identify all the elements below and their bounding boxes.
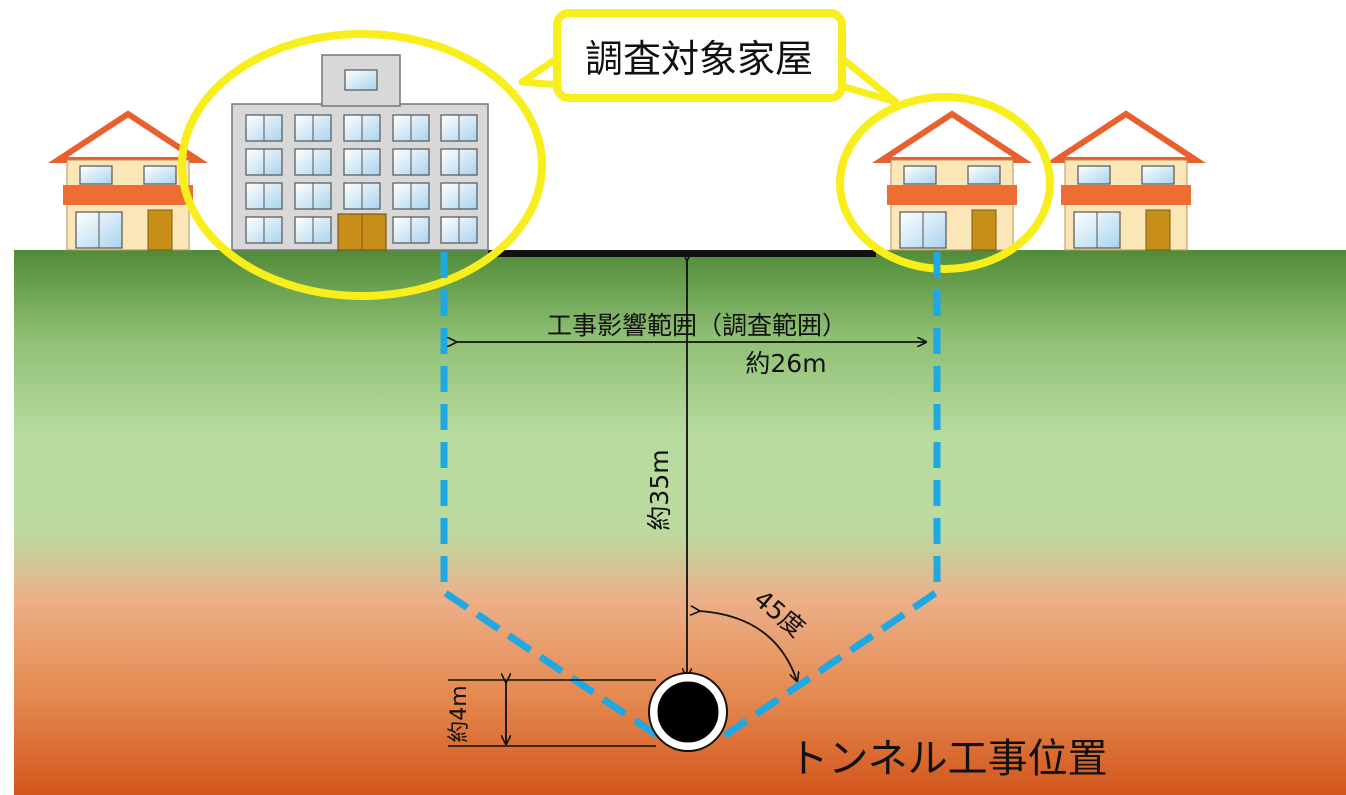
influence-range-label: 工事影響範囲（調査範囲） <box>547 311 847 340</box>
depth-label: 約35m <box>645 449 674 530</box>
target-highlight-left <box>178 30 546 300</box>
callout-label: 調査対象家屋 <box>585 37 813 81</box>
tunnel-label: トンネル工事位置 <box>788 736 1107 782</box>
width-label: 約26m <box>745 349 826 378</box>
diameter-label: 約4m <box>447 685 472 742</box>
house-right-target <box>871 110 1033 251</box>
influence-boundary-right <box>716 252 941 743</box>
influence-boundary-left <box>440 252 666 743</box>
callout-tail-right <box>834 51 900 106</box>
house-far-right <box>1045 110 1207 251</box>
callout-box <box>553 9 846 102</box>
road-surface <box>488 250 876 257</box>
house-far-left <box>47 110 209 251</box>
angle-arc <box>699 611 797 681</box>
building-windows <box>245 114 478 244</box>
apartment-building <box>231 54 489 251</box>
target-highlight-right <box>836 93 1054 273</box>
tunnel <box>654 678 722 746</box>
